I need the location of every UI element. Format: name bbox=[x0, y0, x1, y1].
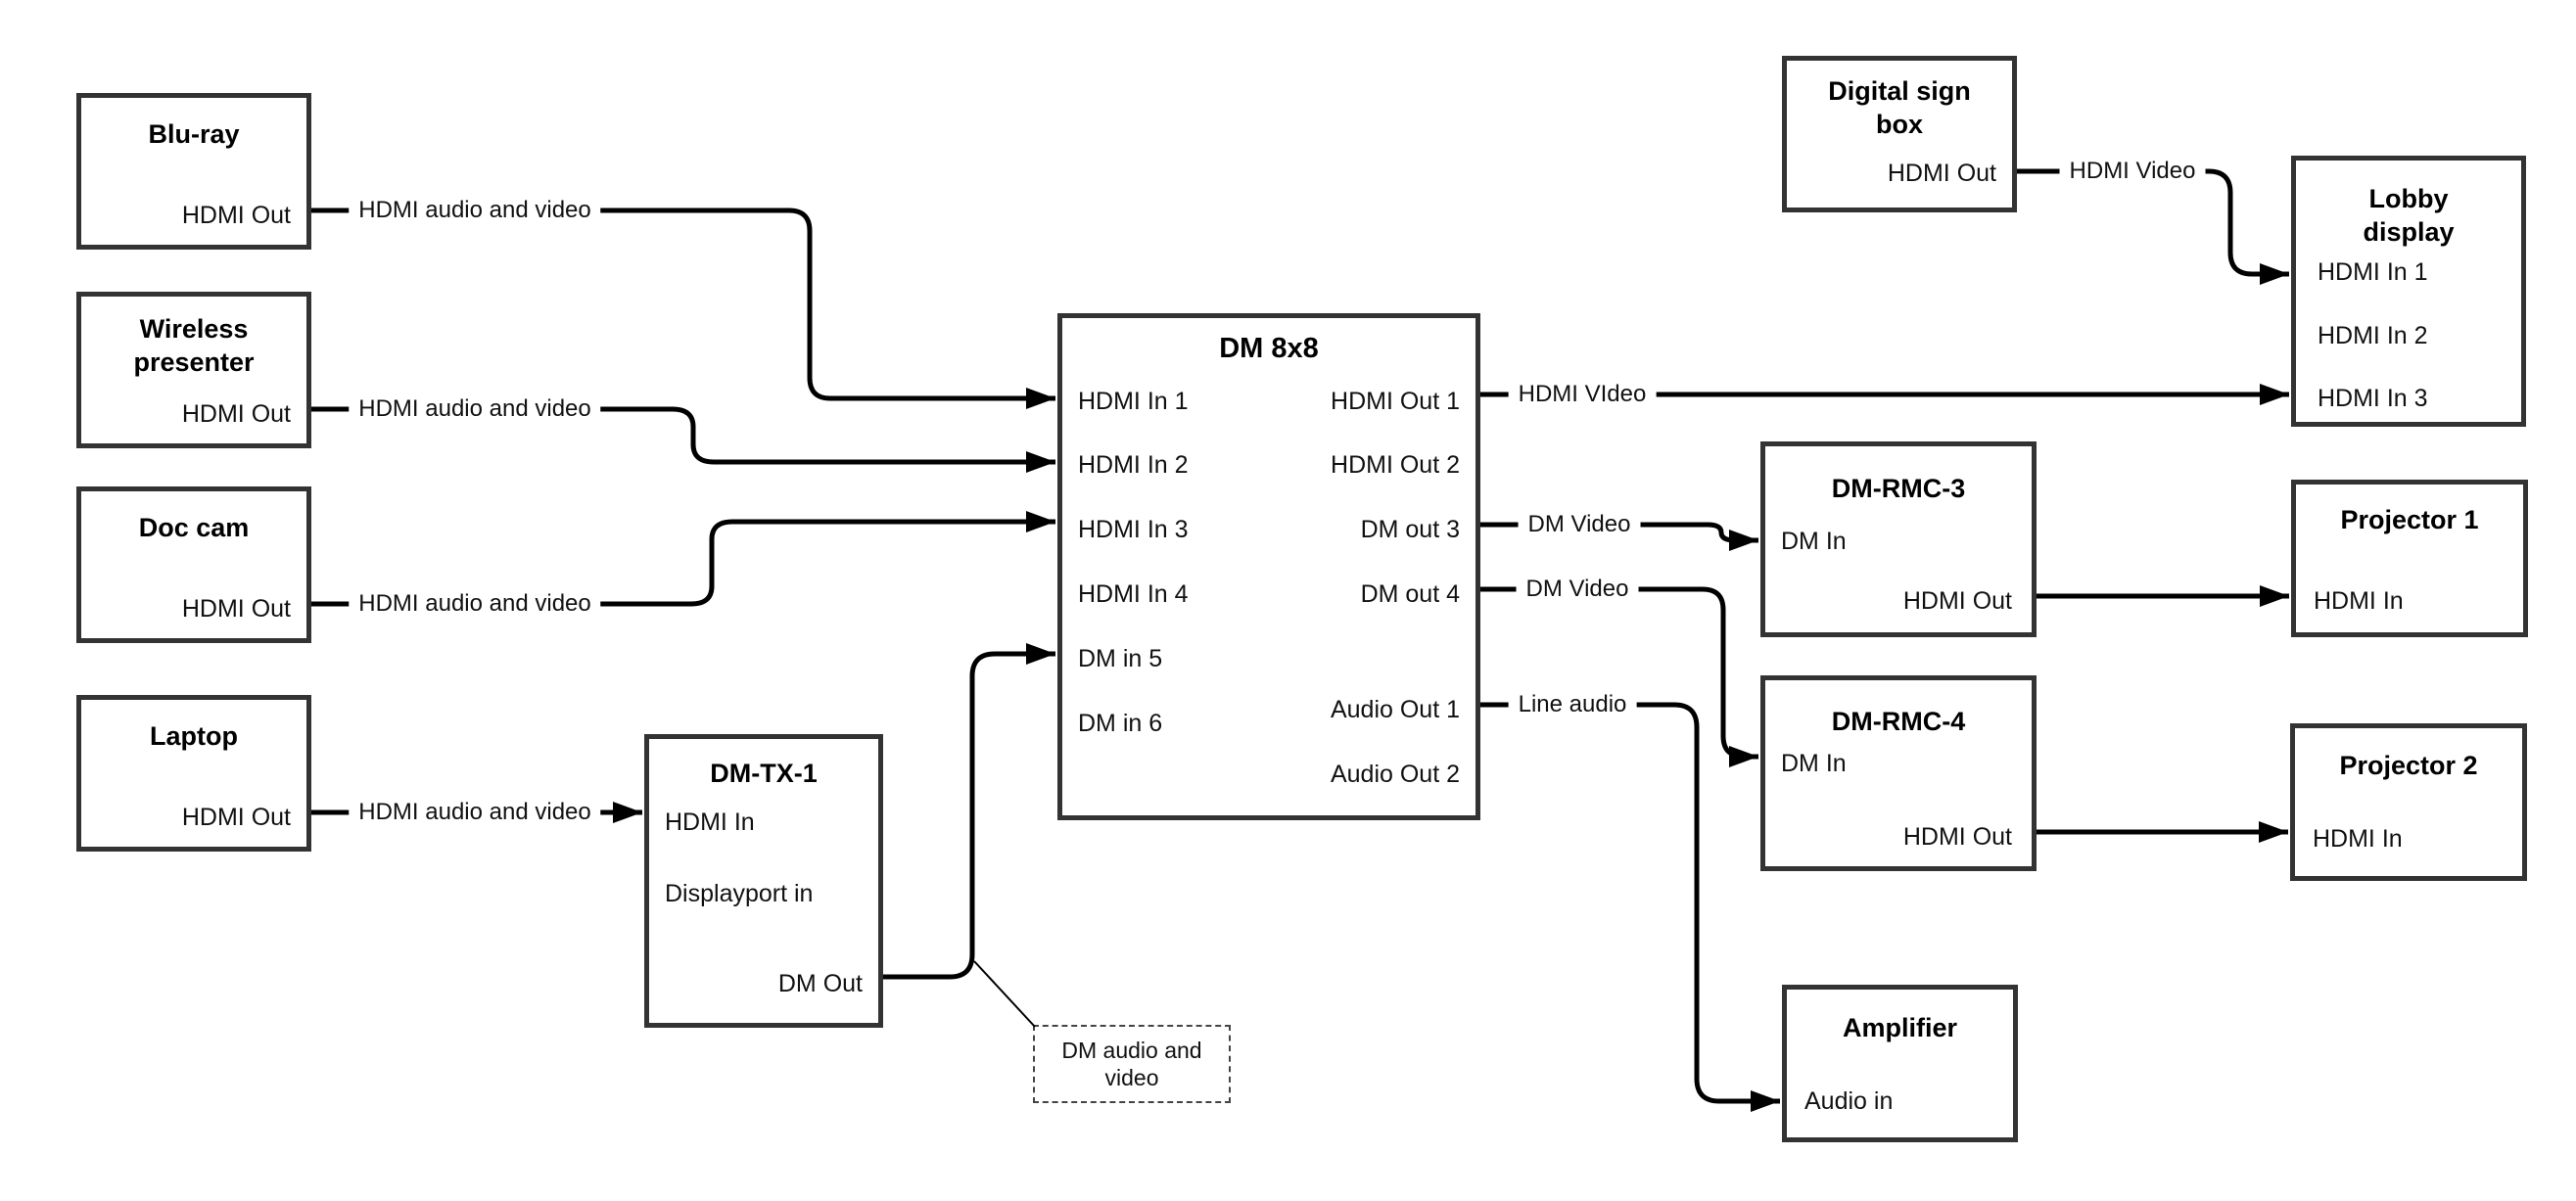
port-hdmi-in-3: HDMI In 3 bbox=[1078, 516, 1189, 543]
node-lobby-display: Lobby display HDMI In 1 HDMI In 2 HDMI I… bbox=[2291, 156, 2526, 427]
port-displayport-in: Displayport in bbox=[665, 880, 814, 907]
port-hdmi-in-4: HDMI In 4 bbox=[1078, 580, 1189, 608]
node-dm-rmc-4: DM-RMC-4 DM In HDMI Out bbox=[1760, 675, 2037, 871]
node-title: Lobby display bbox=[2363, 184, 2455, 247]
node-laptop: Laptop HDMI Out bbox=[76, 695, 311, 852]
callout-text: DM audio and video bbox=[1061, 1038, 1202, 1090]
node-digital-sign-box: Digital sign box HDMI Out bbox=[1782, 56, 2017, 212]
port-dm-out-3: DM out 3 bbox=[1360, 516, 1460, 543]
port-dm-out-4: DM out 4 bbox=[1360, 580, 1460, 608]
port-hdmi-out-2: HDMI Out 2 bbox=[1331, 451, 1460, 479]
port-hdmi-out: HDMI Out bbox=[181, 202, 291, 229]
port-hdmi-out: HDMI Out bbox=[181, 595, 291, 623]
port-dm-out: DM Out bbox=[777, 970, 863, 997]
node-projector-1: Projector 1 HDMI In bbox=[2291, 480, 2528, 637]
node-dm-8x8: DM 8x8 HDMI In 1 HDMI In 2 HDMI In 3 HDM… bbox=[1057, 313, 1480, 820]
edge-label-doccam: HDMI audio and video bbox=[349, 589, 601, 619]
port-hdmi-in-3: HDMI In 3 bbox=[2318, 385, 2428, 412]
port-hdmi-in: HDMI In bbox=[2313, 825, 2403, 853]
node-dm-rmc-3: DM-RMC-3 DM In HDMI Out bbox=[1760, 441, 2037, 637]
port-hdmi-out: HDMI Out bbox=[181, 400, 291, 428]
wire-audioout1-to-amplifier bbox=[1480, 702, 1780, 1112]
node-wireless-presenter: Wireless presenter HDMI Out bbox=[76, 292, 311, 448]
edge-label-dm-video-3: DM Video bbox=[1518, 510, 1641, 539]
port-dm-in: DM In bbox=[1781, 750, 1847, 777]
port-hdmi-out: HDMI Out bbox=[1887, 160, 1996, 187]
edge-label-bluray: HDMI audio and video bbox=[349, 196, 601, 225]
node-title: Doc cam bbox=[138, 513, 250, 542]
port-dm-in: DM In bbox=[1781, 528, 1847, 555]
node-projector-2: Projector 2 HDMI In bbox=[2290, 723, 2527, 881]
port-dm-in-5: DM in 5 bbox=[1078, 645, 1163, 672]
node-title: DM-RMC-3 bbox=[1831, 474, 1966, 503]
node-title: Blu-ray bbox=[148, 119, 240, 149]
port-audio-in: Audio in bbox=[1804, 1087, 1894, 1115]
callout-dm-audio-video: DM audio and video bbox=[1033, 1025, 1231, 1103]
port-hdmi-in-1: HDMI In 1 bbox=[1078, 388, 1189, 415]
port-hdmi-in: HDMI In bbox=[665, 808, 755, 836]
edge-label-hdmi-video-lobby: HDMI VIdeo bbox=[1508, 380, 1657, 409]
port-hdmi-in-1: HDMI In 1 bbox=[2318, 258, 2428, 286]
node-title: DM 8x8 bbox=[1219, 333, 1319, 364]
wire-dmtx1-to-dm8x8 bbox=[883, 643, 1055, 980]
port-hdmi-out: HDMI Out bbox=[1902, 587, 2012, 615]
node-amplifier: Amplifier Audio in bbox=[1782, 985, 2018, 1142]
node-title: Digital sign box bbox=[1828, 76, 1971, 139]
edge-label-laptop: HDMI audio and video bbox=[349, 798, 601, 827]
edge-label-wireless: HDMI audio and video bbox=[349, 394, 601, 424]
port-hdmi-out: HDMI Out bbox=[1902, 823, 2012, 851]
edge-label-hdmi-video-digitalsign: HDMI Video bbox=[2059, 157, 2206, 186]
node-title: Projector 2 bbox=[2339, 751, 2478, 780]
node-title: DM-TX-1 bbox=[710, 759, 818, 788]
node-title: Projector 1 bbox=[2340, 505, 2479, 534]
port-hdmi-in-2: HDMI In 2 bbox=[2318, 322, 2428, 349]
node-title: Wireless presenter bbox=[133, 314, 255, 377]
port-hdmi-in-2: HDMI In 2 bbox=[1078, 451, 1189, 479]
port-hdmi-out: HDMI Out bbox=[181, 804, 291, 831]
callout-leader-line bbox=[973, 960, 1036, 1028]
node-blu-ray: Blu-ray HDMI Out bbox=[76, 93, 311, 250]
node-dm-tx-1: DM-TX-1 HDMI In Displayport in DM Out bbox=[644, 734, 883, 1028]
port-hdmi-in: HDMI In bbox=[2314, 587, 2404, 615]
wire-dmout4-to-rmc4 bbox=[1480, 586, 1758, 767]
node-title: Laptop bbox=[150, 721, 238, 751]
wire-bluray-to-dm8x8 bbox=[311, 208, 1055, 409]
node-title: Amplifier bbox=[1842, 1013, 1958, 1042]
port-audio-out-2: Audio Out 2 bbox=[1330, 761, 1460, 788]
port-audio-out-1: Audio Out 1 bbox=[1330, 696, 1460, 723]
edge-label-dm-video-4: DM Video bbox=[1516, 575, 1639, 604]
port-hdmi-out-1: HDMI Out 1 bbox=[1331, 388, 1460, 415]
node-title: DM-RMC-4 bbox=[1831, 707, 1966, 736]
edge-label-line-audio: Line audio bbox=[1508, 690, 1637, 719]
node-doc-cam: Doc cam HDMI Out bbox=[76, 486, 311, 643]
wire-digitalsign-to-lobby bbox=[2017, 168, 2289, 285]
port-dm-in-6: DM in 6 bbox=[1078, 710, 1163, 737]
